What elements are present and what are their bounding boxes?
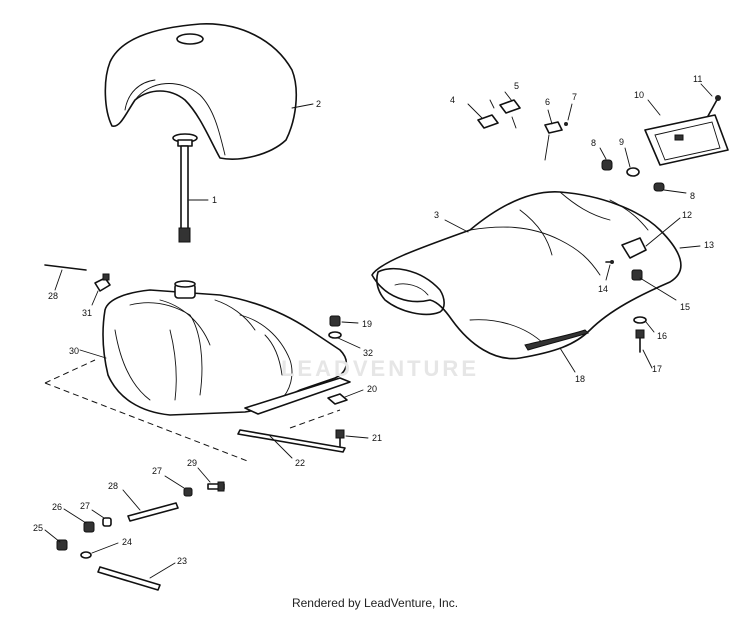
callout-27-upper: 27 — [152, 466, 162, 476]
callout-30: 30 — [69, 346, 79, 356]
watermark: LEADVENTURE — [280, 356, 479, 381]
callout-2: 2 — [316, 99, 321, 109]
callout-32: 32 — [363, 348, 373, 358]
callout-1: 1 — [212, 195, 217, 205]
callout-9: 9 — [619, 137, 624, 147]
callout-6: 6 — [545, 97, 550, 107]
fuel-sender — [172, 133, 198, 243]
callout-13: 13 — [704, 240, 714, 250]
callout-17: 17 — [652, 364, 662, 374]
fuel-tank — [102, 280, 348, 416]
footer-credit: Rendered by LeadVenture, Inc. — [291, 596, 459, 610]
callout-15: 15 — [680, 302, 690, 312]
tank-cover — [104, 23, 298, 160]
callout-3: 3 — [434, 210, 439, 220]
callout-14: 14 — [598, 284, 608, 294]
callout-24: 24 — [122, 537, 132, 547]
callout-28-upper: 28 — [48, 291, 58, 301]
callout-21: 21 — [372, 433, 382, 443]
callout-8-lower: 8 — [690, 191, 695, 201]
callout-11: 11 — [693, 74, 702, 84]
callout-12: 12 — [682, 210, 692, 220]
callout-labels: 1 2 3 4 5 6 7 8 8 9 10 11 12 13 14 15 16… — [33, 74, 714, 566]
callout-23: 23 — [177, 556, 187, 566]
callout-27-lower: 27 — [80, 501, 90, 511]
callout-4: 4 — [450, 95, 455, 105]
callout-7: 7 — [572, 92, 577, 102]
callout-5: 5 — [514, 81, 519, 91]
seat — [371, 191, 682, 360]
callout-19: 19 — [362, 319, 372, 329]
callout-25: 25 — [33, 523, 43, 533]
callout-10: 10 — [634, 90, 644, 100]
callout-29: 29 — [187, 458, 197, 468]
tail-light — [644, 114, 729, 166]
callout-28-lower: 28 — [108, 481, 118, 491]
callout-18: 18 — [575, 374, 585, 384]
callout-26: 26 — [52, 502, 62, 512]
callout-20: 20 — [367, 384, 377, 394]
callout-22: 22 — [295, 458, 305, 468]
callout-8-upper: 8 — [591, 138, 596, 148]
callout-16: 16 — [657, 331, 667, 341]
callout-31: 31 — [82, 308, 92, 318]
